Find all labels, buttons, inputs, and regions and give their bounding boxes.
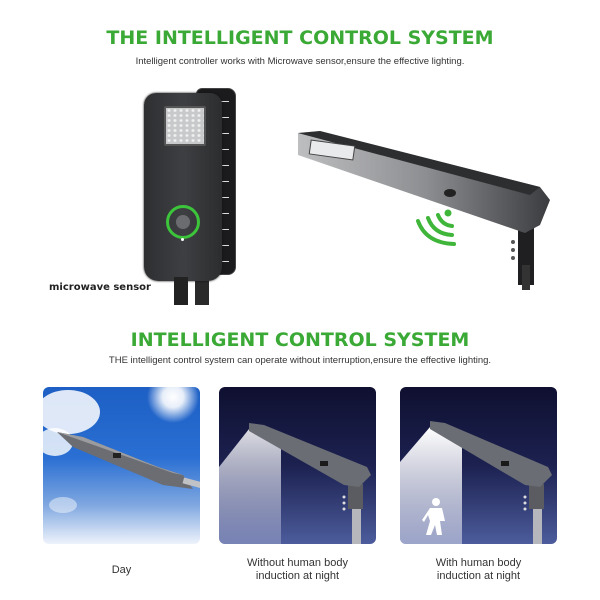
caption-day: Day [111, 564, 132, 576]
walking-person-icon [422, 498, 445, 535]
microwave-signal-icon [416, 209, 456, 246]
section2-title: INTELLIGENT CONTROL SYSTEM [130, 329, 470, 351]
led-module [164, 106, 206, 146]
street-lamp-side-image [290, 125, 560, 290]
day-scene-image [43, 387, 200, 544]
section1-title: THE INTELLIGENT CONTROL SYSTEM [106, 27, 494, 49]
pole-front [174, 277, 188, 305]
pole [195, 273, 209, 305]
microwave-sensor-icon [166, 205, 200, 239]
night-without-person-image [219, 387, 376, 544]
indicator-led [181, 238, 184, 241]
street-lamp-front-image [140, 85, 240, 305]
lamp-housing [144, 93, 222, 281]
caption-with-person: With human body induction at night [435, 557, 522, 582]
caption-without-person: Without human body induction at night [247, 557, 348, 582]
section1-subtitle: Intelligent controller works with Microw… [135, 56, 465, 67]
section2-subtitle: THE intelligent control system can opera… [108, 355, 492, 366]
microwave-sensor-label: microwave sensor [49, 282, 151, 293]
night-with-person-image [400, 387, 557, 544]
